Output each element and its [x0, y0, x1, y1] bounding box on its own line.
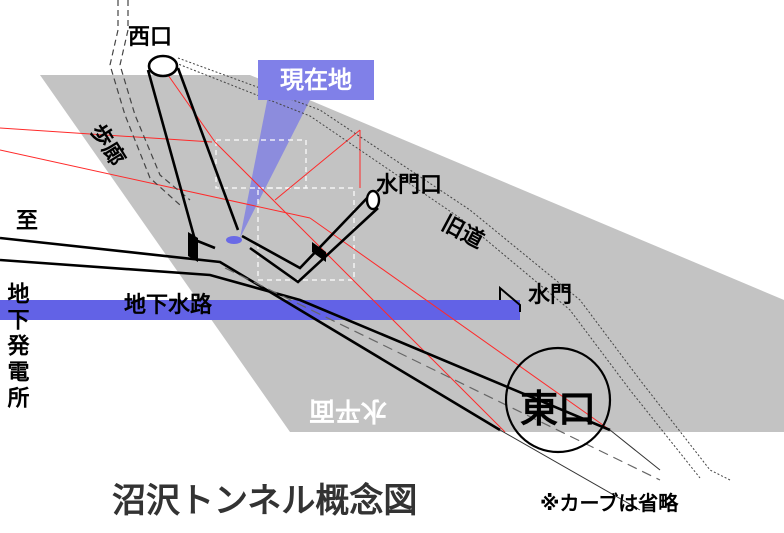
- sluice-shaft: [241, 194, 379, 284]
- west-entrance-portal: [147, 54, 179, 78]
- to-label: 至: [16, 209, 38, 234]
- east-entrance-circle: [504, 346, 612, 454]
- sluice-gate-bracket: [499, 285, 521, 312]
- diagram-note: ※カーブは省略: [540, 491, 679, 515]
- west-entrance-label: 西口: [128, 25, 172, 50]
- sluice-entrance-label: 水門口: [376, 173, 442, 198]
- old-road-lines: [167, 57, 731, 481]
- current-location-marker: [226, 236, 242, 244]
- current-location-label: 現在地: [280, 66, 352, 94]
- sluice-gate-label: 水門: [528, 283, 572, 308]
- walkway-outline: [109, 0, 191, 206]
- tunnel-marker-right: [312, 242, 326, 262]
- current-location-badge: [258, 60, 374, 100]
- diagram-title: 沼沢トンネル概念図: [112, 481, 417, 521]
- water-surface-plane: [40, 75, 784, 432]
- tunnel-extension: [499, 429, 661, 511]
- sluice-entrance-portal: [365, 189, 381, 211]
- underground-power-station-label: 地下発電所: [4, 282, 31, 412]
- red-lines: [0, 74, 611, 433]
- east-entrance-label: 東口: [520, 387, 596, 431]
- tunnel-marker-left: [188, 232, 198, 262]
- water-surface-label: 水平面: [309, 395, 387, 425]
- underground-waterway-band: [0, 300, 520, 320]
- underground-waterway-label: 地下水路: [124, 292, 213, 318]
- tunnel-centerline: [224, 267, 661, 481]
